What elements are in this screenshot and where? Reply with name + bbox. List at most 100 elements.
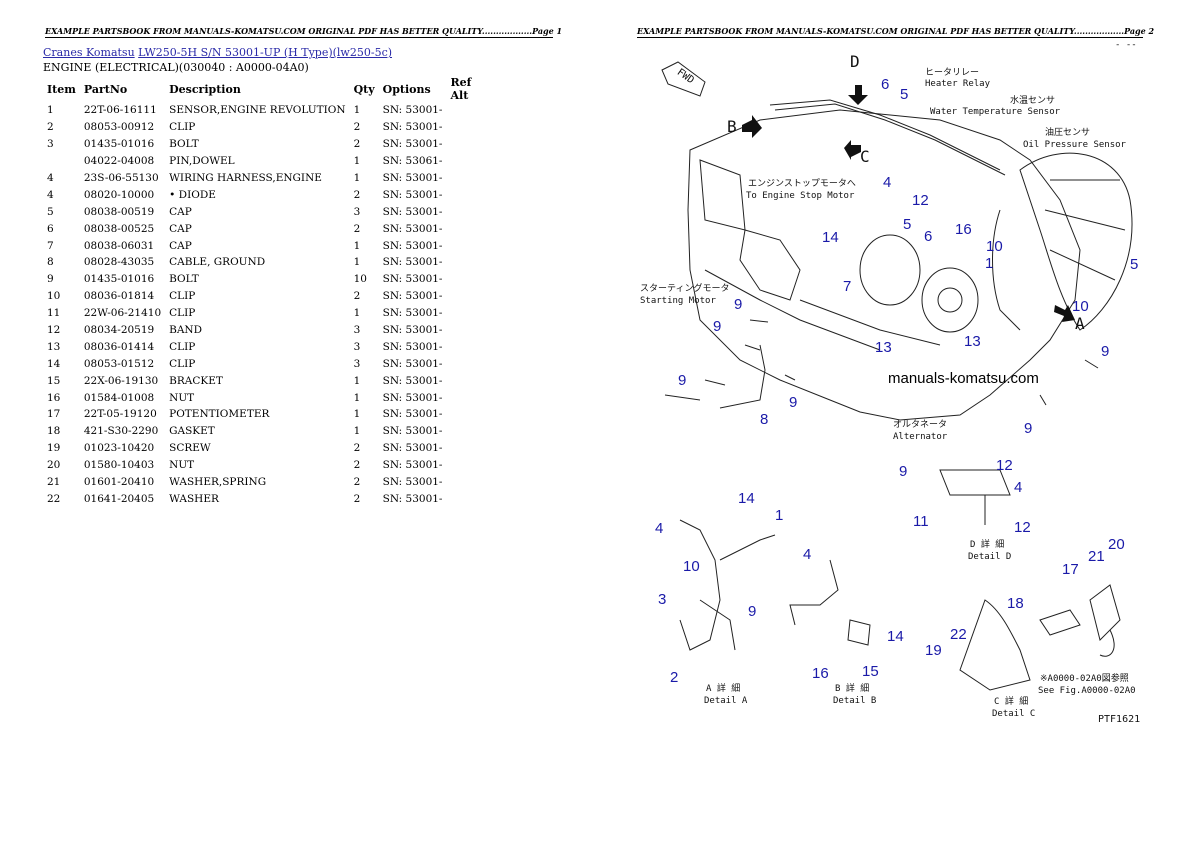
callout-number: 19 bbox=[925, 642, 942, 659]
detail-c-part bbox=[1089, 584, 1121, 641]
callout-number: 12 bbox=[912, 192, 929, 209]
cell-item: 12 bbox=[47, 324, 61, 337]
cell-description: BRACKET bbox=[169, 374, 223, 387]
callout-number: 4 bbox=[655, 520, 664, 537]
cell-qty: 1 bbox=[353, 408, 361, 421]
cell-description: GASKET bbox=[169, 425, 215, 438]
callout-number: 9 bbox=[734, 296, 743, 313]
callout-number: 14 bbox=[738, 490, 755, 507]
cell-item: 8 bbox=[47, 256, 54, 269]
callout-number: 9 bbox=[899, 463, 908, 480]
starting-motor-label: Starting Motor bbox=[640, 296, 716, 306]
cell-item: 2 bbox=[47, 121, 54, 134]
cell-partno: 22T-05-19120 bbox=[83, 408, 157, 421]
wiring-harness-line bbox=[774, 103, 1006, 176]
view-letter-a: A bbox=[1075, 314, 1085, 333]
cell-partno: 08053-01512 bbox=[83, 357, 155, 370]
detail-a-shape bbox=[679, 519, 721, 651]
page-1: EXAMPLE PARTSBOOK FROM MANUALS-KOMATSU.C… bbox=[43, 26, 563, 505]
cell-item: 13 bbox=[47, 340, 61, 353]
engine-part bbox=[739, 229, 801, 301]
cell-qty: 2 bbox=[353, 188, 361, 201]
detail-d-jp-label: D 詳 細 bbox=[970, 540, 1005, 550]
cell-qty: 2 bbox=[353, 459, 361, 472]
cell-partno: 01601-20410 bbox=[83, 476, 155, 489]
cell-description: CAP bbox=[169, 239, 192, 252]
detail-d-band bbox=[939, 469, 1011, 496]
cell-options: SN: 53001- bbox=[382, 172, 443, 184]
cell-partno: 01584-01008 bbox=[83, 391, 155, 404]
cell-qty: 2 bbox=[353, 476, 361, 489]
page-header: EXAMPLE PARTSBOOK FROM MANUALS-KOMATSU.C… bbox=[637, 26, 1155, 38]
cell-description: SCREW bbox=[169, 442, 211, 455]
detail-a-label: Detail A bbox=[704, 696, 748, 706]
callout-number: 1 bbox=[775, 507, 784, 524]
detail-b-harness bbox=[789, 559, 839, 626]
callout-number: 10 bbox=[683, 558, 700, 575]
callout-number: 5 bbox=[900, 86, 909, 103]
page-header: EXAMPLE PARTSBOOK FROM MANUALS-KOMATSU.C… bbox=[45, 26, 563, 38]
cell-options: SN: 53001- bbox=[382, 222, 443, 235]
callout-number: 7 bbox=[843, 278, 852, 295]
detail-a-line bbox=[699, 599, 736, 651]
cell-item: 6 bbox=[47, 222, 54, 235]
column-header-description: Description bbox=[169, 82, 241, 96]
detail-a-jp-label: A 詳 細 bbox=[706, 684, 741, 694]
view-letter-b: B bbox=[727, 117, 737, 136]
callout-number: 16 bbox=[955, 221, 972, 238]
cell-description: BOLT bbox=[169, 138, 199, 151]
cell-description: BAND bbox=[169, 324, 203, 337]
callout-number: 11 bbox=[913, 513, 929, 530]
cell-partno: 08036-01814 bbox=[83, 290, 155, 303]
cell-item: 10 bbox=[47, 290, 61, 303]
arrow-c-icon bbox=[844, 140, 861, 160]
cell-description: PIN,DOWEL bbox=[169, 155, 235, 168]
callout-number: 18 bbox=[1007, 595, 1024, 612]
stop-motor-label: To Engine Stop Motor bbox=[746, 191, 855, 201]
callout-number: 6 bbox=[924, 228, 933, 245]
cell-item: 3 bbox=[47, 138, 54, 151]
turbo-hub bbox=[937, 287, 963, 313]
figure-id: PTF1621 bbox=[1098, 714, 1141, 725]
cell-item: 1 bbox=[47, 104, 54, 117]
cell-partno: 04022-04008 bbox=[83, 155, 155, 168]
cell-description: CLIP bbox=[169, 121, 196, 134]
view-arrows bbox=[742, 85, 1075, 322]
fan-detail bbox=[1044, 179, 1126, 281]
cell-partno: 01580-10403 bbox=[83, 459, 155, 472]
detail-c-label: Detail C bbox=[992, 709, 1036, 719]
cell-options: SN: 53001- bbox=[382, 374, 443, 387]
callout-number: 5 bbox=[1130, 256, 1139, 273]
see-fig-label: See Fig.A0000-02A0 bbox=[1038, 686, 1136, 696]
cell-options: SN: 53001- bbox=[382, 459, 443, 472]
table-header-row: Item PartNo Description Qty Options Ref … bbox=[43, 76, 494, 102]
cell-partno: 08038-00519 bbox=[83, 205, 155, 218]
cell-description: POTENTIOMETER bbox=[169, 408, 270, 421]
ground-cable-line bbox=[719, 344, 766, 409]
breadcrumb-link-model[interactable]: LW250-5H S/N 53001-UP (H Type)(lw250-5c) bbox=[138, 46, 393, 59]
wiring-harness-line bbox=[704, 269, 941, 351]
cell-item: 18 bbox=[47, 425, 61, 438]
breadcrumb-link-cranes[interactable]: Cranes Komatsu bbox=[43, 46, 135, 59]
cell-qty: 1 bbox=[353, 239, 361, 252]
cell-options: SN: 53001- bbox=[382, 239, 443, 252]
cell-item: 7 bbox=[47, 239, 54, 252]
callout-number: 14 bbox=[822, 229, 839, 246]
detail-c-line bbox=[1099, 629, 1115, 657]
callout-number: 5 bbox=[903, 216, 912, 233]
cell-options: SN: 53001- bbox=[382, 425, 443, 438]
callout-number: 22 bbox=[950, 626, 967, 643]
cell-qty: 1 bbox=[353, 104, 361, 117]
column-header-partno: PartNo bbox=[83, 82, 128, 96]
cell-partno: 08053-00912 bbox=[83, 121, 155, 134]
cell-partno: 22W-06-21410 bbox=[83, 307, 162, 320]
arrow-d-icon bbox=[848, 85, 868, 105]
cell-options: SN: 53001- bbox=[382, 408, 443, 421]
cell-options: SN: 53001- bbox=[382, 121, 443, 134]
